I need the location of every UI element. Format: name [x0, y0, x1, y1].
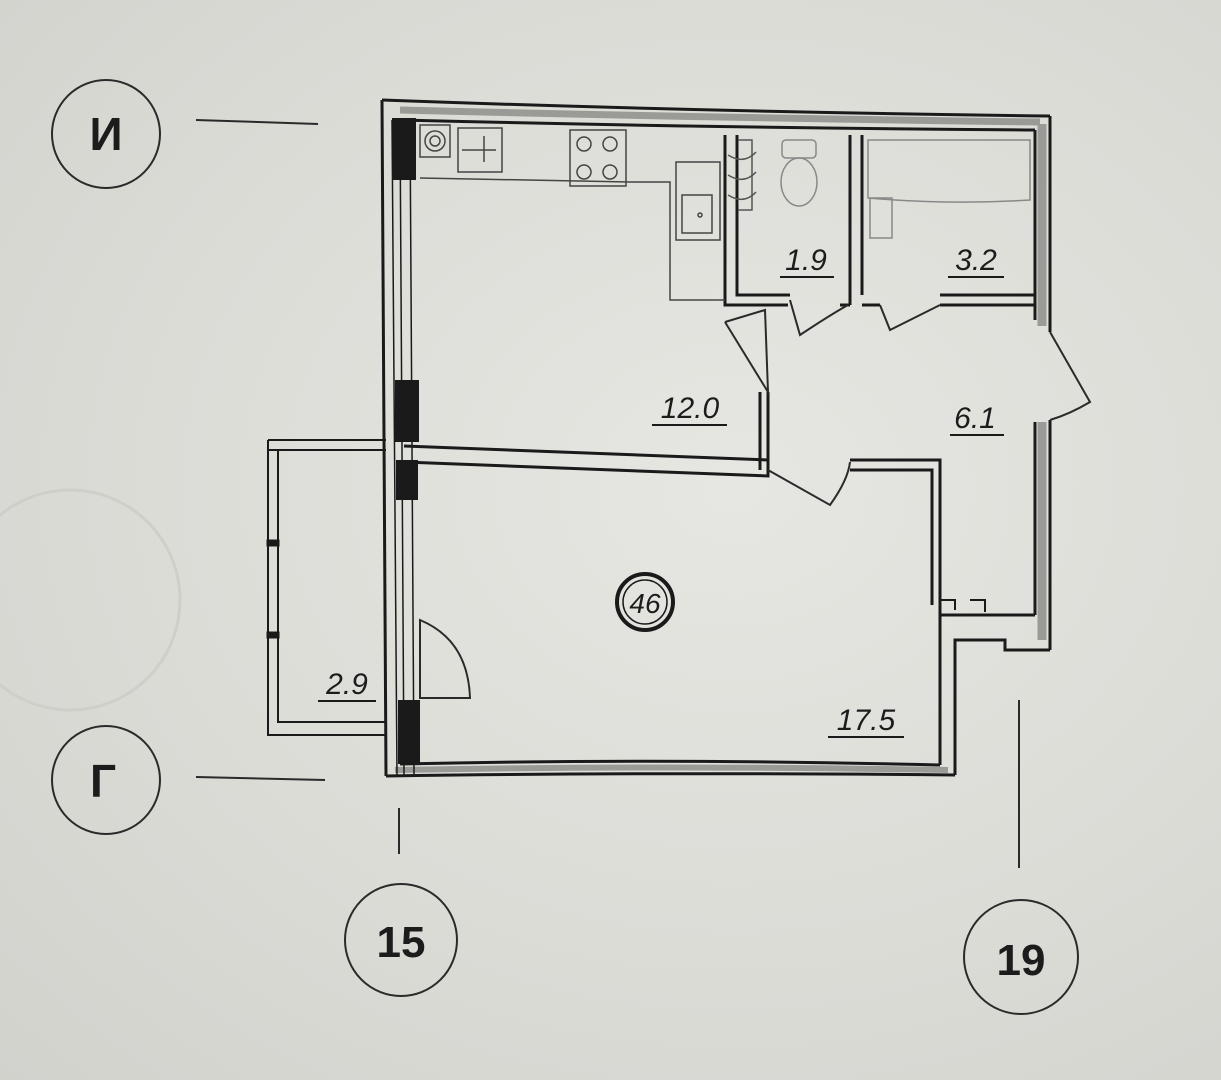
axis-line	[195, 776, 326, 781]
balcony-area: 2.9	[325, 668, 368, 701]
toilet-area: 1.9	[785, 244, 827, 277]
toilet-fixtures	[727, 139, 818, 211]
kitchen-area: 12.0	[661, 392, 720, 425]
axis-marker-bottom-a: 15	[344, 808, 458, 997]
axis-marker-bottom-left: Г	[51, 725, 326, 835]
niche	[940, 599, 986, 612]
bath-fixtures	[867, 139, 1031, 239]
apartment-number-badge: 46	[615, 572, 675, 632]
bathroom-area: 3.2	[955, 244, 997, 277]
exterior-walls	[380, 98, 1052, 778]
axis-marker-top-left: И	[51, 79, 319, 189]
axis-label-bottom-a: 15	[377, 918, 426, 967]
kitchen-fixtures	[419, 124, 725, 301]
living-room-area: 17.5	[837, 704, 896, 737]
hall-area: 6.1	[954, 402, 996, 435]
doors	[419, 299, 1092, 699]
interior-walls	[403, 135, 1035, 615]
room-areas: 12.0 1.9 3.2 6.1 17.5 2.9	[318, 244, 1004, 738]
apartment-number: 46	[629, 588, 661, 619]
axis-line	[195, 119, 319, 125]
stamp-trace	[0, 488, 182, 712]
wall-piers	[392, 118, 420, 764]
axis-label-bottom-left: Г	[90, 755, 116, 807]
balcony	[266, 439, 386, 736]
axis-marker-bottom-b: 19	[963, 700, 1079, 1015]
axis-label-top-left: И	[89, 108, 122, 160]
axis-label-bottom-b: 19	[997, 936, 1046, 985]
